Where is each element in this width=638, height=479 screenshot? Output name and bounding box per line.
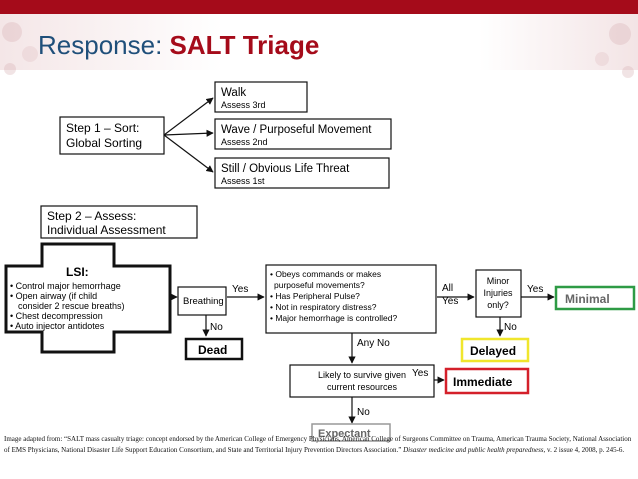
caption-journal: Disaster medicine and public health prep… — [403, 445, 544, 454]
wave-title: Wave / Purposeful Movement — [221, 124, 372, 136]
caption-text: Image adapted from: “SALT mass casualty … — [4, 435, 632, 454]
lsi-item-2: • Open airway (if child — [10, 291, 97, 301]
flow-arrows — [170, 293, 555, 424]
still-title: Still / Obvious Life Threat — [221, 163, 350, 175]
step2-line1: Step 2 – Assess: — [47, 209, 136, 223]
caption-tail: , v. 2 issue 4, 2008, p. 245-6. — [543, 445, 625, 454]
lsi-title: LSI: — [66, 265, 89, 279]
question-1: • Obeys commands or makes — [270, 269, 381, 279]
outcome-expectant: Expectant — [311, 423, 391, 442]
minor-line2: Injuries — [483, 288, 513, 298]
likely-line2: current resources — [327, 382, 398, 392]
outcome-immediate: Immediate — [444, 367, 530, 395]
lsi-item-4: • Chest decompression — [10, 311, 103, 321]
label-no-survive: No — [357, 407, 370, 418]
walk-title: Walk — [221, 87, 246, 99]
title-emphasis: SALT Triage — [169, 30, 320, 60]
outcome-dead: Dead — [184, 337, 244, 361]
question-5: • Major hemorrhage is controlled? — [270, 313, 398, 323]
outcome-minimal: Minimal — [554, 285, 636, 311]
breathing-label: Breathing — [183, 296, 224, 307]
step1-line1: Step 1 – Sort: — [66, 121, 139, 135]
step1-line2: Global Sorting — [66, 136, 142, 150]
title-prefix: Response: — [38, 30, 170, 60]
step2-line2: Individual Assessment — [47, 223, 166, 237]
lsi-item-1: • Control major hemorrhage — [10, 281, 121, 291]
lsi-item-3: consider 2 rescue breaths) — [18, 301, 125, 311]
lsi-cross: LSI: • Control major hemorrhage • Open a… — [4, 242, 172, 354]
dead-label: Dead — [198, 343, 227, 357]
sort-arrows — [163, 97, 214, 173]
label-yes-breathing: Yes — [232, 284, 248, 295]
step1-box: Step 1 – Sort: Global Sorting — [59, 116, 165, 155]
wave-sub: Assess 2nd — [221, 137, 268, 147]
step2-box: Step 2 – Assess: Individual Assessment — [40, 205, 198, 239]
page-title: Response: SALT Triage — [38, 30, 319, 61]
sort-box-walk: Walk Assess 3rd — [214, 81, 308, 113]
assessment-questions-box: • Obeys commands or makes purposeful mov… — [265, 264, 437, 334]
top-accent-bar — [0, 0, 638, 14]
minimal-label: Minimal — [565, 292, 610, 306]
delayed-label: Delayed — [470, 344, 516, 358]
question-3: • Has Peripheral Pulse? — [270, 291, 360, 301]
lsi-item-5: • Auto injector antidotes — [10, 321, 105, 331]
label-any-no: Any No — [357, 338, 390, 349]
label-yes-survive: Yes — [412, 368, 428, 379]
still-sub: Assess 1st — [221, 176, 265, 186]
image-caption: Image adapted from: “SALT mass casualty … — [4, 434, 634, 455]
sort-box-wave: Wave / Purposeful Movement Assess 2nd — [214, 118, 392, 150]
minor-line1: Minor — [487, 276, 510, 286]
floral-decoration-right — [595, 23, 634, 78]
immediate-label: Immediate — [453, 375, 513, 389]
likely-survive-box: Likely to survive given current resource… — [289, 364, 435, 398]
likely-line1: Likely to survive given — [318, 370, 406, 380]
outcome-delayed: Delayed — [460, 337, 530, 363]
walk-sub: Assess 3rd — [221, 100, 266, 110]
minor-injuries-box: Minor Injuries only? — [475, 269, 522, 318]
label-all: All — [442, 283, 453, 294]
label-no-minor: No — [504, 322, 517, 333]
header-band — [0, 14, 638, 70]
label-no-breathing: No — [210, 322, 223, 333]
question-4: • Not in respiratory distress? — [270, 302, 377, 312]
sort-box-still: Still / Obvious Life Threat Assess 1st — [214, 157, 390, 189]
expectant-label: Expectant — [318, 428, 371, 440]
minor-line3: only? — [487, 300, 509, 310]
label-yes-minor: Yes — [527, 284, 543, 295]
floral-decoration-left — [2, 22, 38, 75]
breathing-box: Breathing — [177, 286, 227, 316]
label-yes-all: Yes — [442, 296, 458, 307]
question-2: purposeful movements? — [274, 280, 365, 290]
